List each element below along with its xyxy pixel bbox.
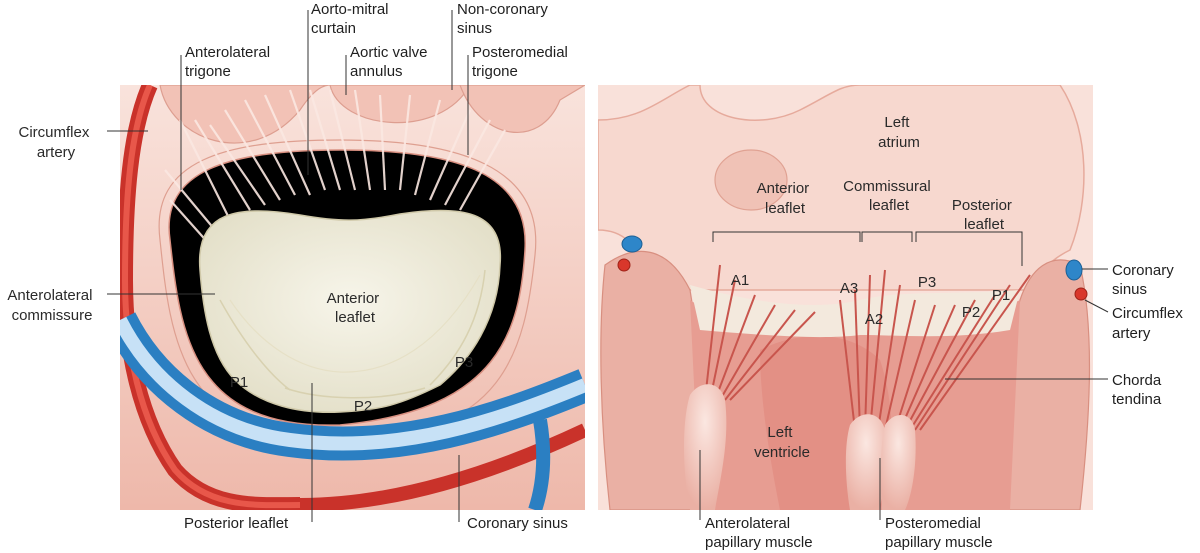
- anterolateral-trigone-label: Anterolateral trigone: [185, 44, 274, 80]
- commissural-leaflet-label: Commissural leaflet: [843, 178, 935, 214]
- commissural-leaflet-line2: leaflet: [869, 197, 910, 214]
- chorda-tendina-label: Chorda tendina: [1112, 372, 1165, 408]
- anterior-leaflet-left-line1: Anterior: [327, 290, 380, 307]
- posterior-leaflet-left-label: Posterior leaflet: [184, 515, 289, 532]
- chorda-tendina-line2: tendina: [1112, 391, 1162, 408]
- posteromedial-papillary-line1: Posteromedial: [885, 515, 981, 532]
- posterior-leaflet-right-line1: Posterior: [952, 197, 1012, 214]
- coronary-sinus-left-label: Coronary sinus: [467, 515, 568, 532]
- posteromedial-trigone-line2: trigone: [472, 63, 518, 80]
- scallop-p2-label: P2: [354, 398, 372, 415]
- posteromedial-papillary-label: Posteromedial papillary muscle: [885, 515, 993, 551]
- left-ventricle-line2: ventricle: [754, 444, 810, 461]
- anterolateral-papillary-line2: papillary muscle: [705, 534, 813, 551]
- segment-a2-label: A2: [865, 311, 883, 328]
- left-atrium-line2: atrium: [878, 134, 920, 151]
- aorto-mitral-curtain-line2: curtain: [311, 20, 356, 37]
- anterolateral-papillary-line1: Anterolateral: [705, 515, 790, 532]
- posteromedial-papillary-line2: papillary muscle: [885, 534, 993, 551]
- segment-a1-label: A1: [731, 272, 749, 289]
- circumflex-artery-right-line1: Circumflex: [1112, 305, 1183, 322]
- posteromedial-trigone-label: Posteromedial trigone: [472, 44, 572, 80]
- leader-lines: [107, 10, 1109, 522]
- aortic-valve-annulus-line1: Aortic valve: [350, 44, 428, 61]
- circumflex-artery-left-label: Circumflex artery: [18, 124, 93, 161]
- left-atrium-line1: Left: [884, 114, 910, 131]
- posteromedial-trigone-line1: Posteromedial: [472, 44, 568, 61]
- anterior-leaflet-right-line2: leaflet: [765, 200, 806, 217]
- non-coronary-sinus-line1: Non-coronary: [457, 1, 548, 18]
- anterolateral-papillary-label: Anterolateral papillary muscle: [705, 515, 813, 551]
- posterior-leaflet-right-line2: leaflet: [964, 216, 1005, 233]
- scallop-p1-label: P1: [230, 374, 248, 391]
- non-coronary-sinus-line2: sinus: [457, 20, 492, 37]
- anterior-leaflet-right-line1: Anterior: [757, 180, 810, 197]
- circumflex-artery-left-line1: Circumflex: [18, 124, 89, 141]
- left-ventricle-label: Left ventricle: [754, 424, 810, 461]
- chorda-tendina-line1: Chorda: [1112, 372, 1162, 389]
- circumflex-artery-right-line2: artery: [1112, 325, 1151, 342]
- anterolateral-trigone-line2: trigone: [185, 63, 231, 80]
- anterolateral-commissure-line1: Anterolateral: [7, 287, 92, 304]
- non-coronary-sinus-label: Non-coronary sinus: [457, 1, 552, 37]
- aorto-mitral-curtain-line1: Aorto-mitral: [311, 1, 389, 18]
- segment-p3-label: P3: [918, 274, 936, 291]
- circumflex-artery-left-line2: artery: [37, 144, 76, 161]
- anterolateral-commissure-line2: commissure: [12, 307, 93, 324]
- coronary-sinus-right-line2: sinus: [1112, 281, 1147, 298]
- anterior-leaflet-right-label: Anterior leaflet: [757, 180, 814, 217]
- segment-p1-label: P1: [992, 287, 1010, 304]
- right-panel-illustration: [598, 85, 1093, 510]
- aortic-valve-annulus-label: Aortic valve annulus: [350, 44, 432, 80]
- segment-p2-label: P2: [962, 304, 980, 321]
- segment-a3-label: A3: [840, 280, 858, 297]
- left-ventricle-line1: Left: [767, 424, 793, 441]
- left-atrium-label: Left atrium: [878, 114, 920, 151]
- commissural-leaflet-line1: Commissural: [843, 178, 931, 195]
- anterior-leaflet-left-line2: leaflet: [335, 309, 376, 326]
- anterior-leaflet-left-label: Anterior leaflet: [327, 290, 384, 326]
- left-panel-illustration: [120, 85, 585, 510]
- posterior-leaflet-right-label: Posterior leaflet: [952, 197, 1016, 233]
- aortic-valve-annulus-line2: annulus: [350, 63, 403, 80]
- anterolateral-trigone-line1: Anterolateral: [185, 44, 270, 61]
- coronary-sinus-right-line1: Coronary: [1112, 262, 1174, 279]
- coronary-sinus-right-label: Coronary sinus: [1112, 262, 1178, 298]
- aorto-mitral-curtain-label: Aorto-mitral curtain: [311, 1, 393, 37]
- anterolateral-commissure-label: Anterolateral commissure: [7, 287, 96, 324]
- circumflex-artery-right-label: Circumflex artery: [1112, 305, 1187, 342]
- scallop-p3-label: P3: [455, 354, 473, 371]
